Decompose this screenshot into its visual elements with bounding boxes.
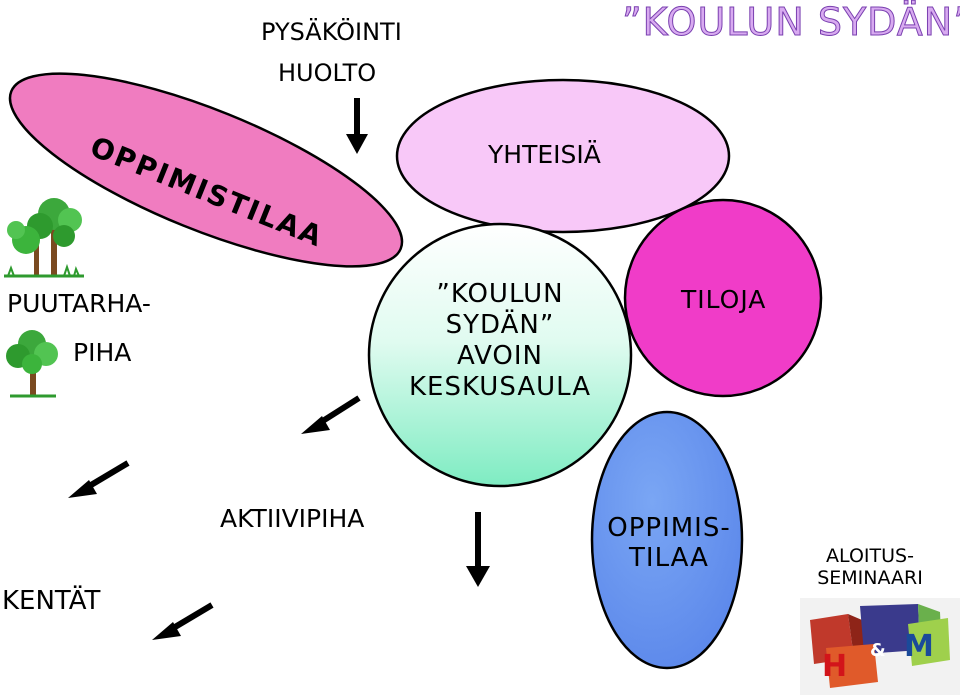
- oppimis-line-1: OPPIMIS-: [594, 513, 744, 543]
- oppimis-text: OPPIMIS- TILAA: [594, 513, 744, 573]
- center-line-2: SYDÄN”: [369, 310, 631, 341]
- label-kentat: KENTÄT: [2, 586, 100, 616]
- arrow-huolto: [346, 98, 368, 154]
- center-line-3: AVOIN: [369, 341, 631, 372]
- label-huolto: HUOLTO: [278, 59, 376, 87]
- label-aktiivipiha: AKTIIVIPIHA: [220, 504, 364, 533]
- oppimis-line-2: TILAA: [594, 543, 744, 573]
- svg-text:H: H: [822, 649, 847, 684]
- arrow-kentat-lower: [152, 605, 212, 640]
- center-line-4: KESKUSAULA: [369, 372, 631, 403]
- center-line-1: ”KOULUN: [369, 279, 631, 310]
- label-puutarha: PUUTARHA-: [7, 289, 151, 318]
- label-yhteisia: YHTEISIÄ: [488, 140, 601, 169]
- svg-text:M: M: [904, 629, 934, 664]
- tree-icon: [4, 198, 84, 276]
- ham-logo-icon: H & M: [800, 598, 960, 695]
- page-title: ”KOULUN SYDÄN”: [622, 0, 960, 44]
- arrow-aktiivipiha-down: [466, 512, 490, 587]
- svg-text:&: &: [870, 640, 886, 661]
- center-text: ”KOULUN SYDÄN” AVOIN KESKUSAULA: [369, 279, 631, 403]
- label-piha: PIHA: [73, 338, 131, 367]
- label-pysakointi: PYSÄKÖINTI: [261, 18, 402, 46]
- aloitus-line-1: ALOITUS-: [800, 545, 940, 567]
- aloitus-line-2: SEMINAARI: [800, 567, 940, 589]
- aloitus-text: ALOITUS- SEMINAARI: [800, 545, 940, 589]
- label-tiloja: TILOJA: [681, 285, 766, 314]
- tree-icon: [6, 330, 58, 396]
- arrow-center-left: [301, 398, 359, 434]
- arrow-kentat-upper: [68, 463, 128, 498]
